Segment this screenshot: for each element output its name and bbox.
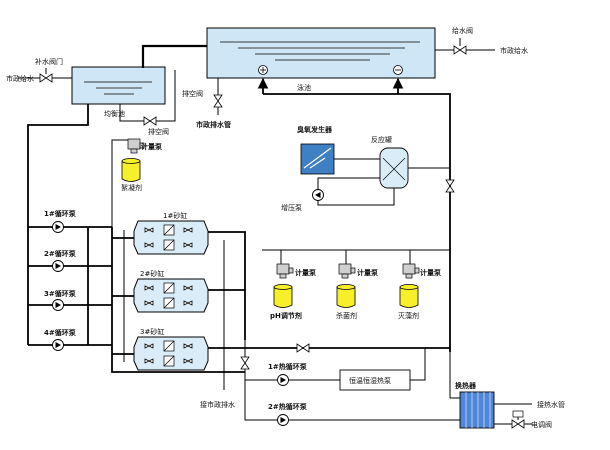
- meter-pump-algaecide[interactable]: [338, 263, 356, 279]
- heat-circulation-pump-2[interactable]: [277, 414, 289, 426]
- coagulant-label: 絮凝剂: [121, 183, 142, 192]
- sand-filter-2: 2#砂缸: [133, 269, 209, 313]
- city-supply-left-label: 市政给水: [6, 74, 34, 83]
- heat-exchanger-label: 换热器: [455, 381, 477, 390]
- city-drain-pipe-label: 市政排水管: [196, 120, 231, 129]
- meter-pump-ph-label: 计量泵: [295, 268, 316, 277]
- air-valve-left[interactable]: [143, 116, 157, 126]
- drain-valve[interactable]: [213, 94, 223, 108]
- algaecide-label: 杀菌剂: [336, 311, 357, 320]
- meter-pump-dis-label: 计量泵: [420, 268, 441, 277]
- heat-exchanger: [459, 391, 495, 429]
- drain-valve-label: 排空阀: [182, 89, 203, 98]
- balance-tank: [71, 66, 166, 105]
- disinfectant-label: 灭藻剂: [398, 311, 419, 320]
- supply-valve-right-label: 给水阀: [452, 26, 473, 35]
- electric-valve[interactable]: [511, 419, 525, 429]
- algaecide-tank: [336, 284, 356, 308]
- to-city-drain-label: 接市政排水: [200, 400, 235, 409]
- heat-pump-unit: [339, 369, 411, 391]
- pump-3-label: 3#循环泵: [44, 289, 76, 298]
- ozone-generator-label: 臭氧发生器: [297, 125, 333, 134]
- pump-4-label: 4#循环泵: [44, 328, 76, 337]
- ozone-generator: [300, 143, 335, 175]
- heat-circulation-pump-1[interactable]: [277, 374, 289, 386]
- reactor-tank: [379, 147, 409, 189]
- pool-label: 泳池: [297, 83, 311, 92]
- heat-pump-2-label: 2#热循环泵: [268, 402, 307, 411]
- circulation-pump-4[interactable]: [52, 339, 64, 351]
- heat-pump-1-label: 1#热循环泵: [268, 362, 307, 371]
- circulation-pump-3[interactable]: [52, 299, 64, 311]
- makeup-valve-label: 补水阀门: [35, 57, 63, 66]
- reactor-label: 反应罐: [371, 135, 392, 144]
- meter-pump-alg-label: 计量泵: [357, 268, 378, 277]
- city-supply-right-label: 市政给水: [500, 46, 528, 55]
- pump-1-label: 1#循环泵: [44, 209, 76, 218]
- ph-tank: [273, 284, 293, 308]
- heat-pump-unit-label: 恒温恒湿热泵: [349, 376, 391, 385]
- coag-meter-pump-label: 计量泵: [141, 142, 162, 151]
- sand-filter-3: 3#砂缸: [133, 327, 209, 371]
- suction-main: [27, 104, 89, 345]
- meter-pump-ph[interactable]: [276, 263, 294, 279]
- disinfectant-tank: [399, 284, 419, 308]
- makeup-valve[interactable]: [39, 73, 53, 83]
- meter-pump-disinfectant[interactable]: [402, 263, 420, 279]
- swimming-pool: [206, 27, 436, 79]
- balance-tank-label: 均衡池: [104, 109, 125, 118]
- overflow-pipe: [141, 44, 207, 68]
- ozone-bypass-valve[interactable]: [445, 179, 455, 193]
- air-valve-left-label: 排空阀: [148, 127, 169, 136]
- coagulant-tank: [121, 158, 141, 182]
- circulation-pump-2[interactable]: [52, 260, 64, 272]
- filter-2-label: 2#砂缸: [140, 269, 164, 278]
- supply-valve-right[interactable]: [453, 45, 467, 55]
- heat-branch-valve[interactable]: [240, 356, 250, 370]
- sand-filter-1: 1#砂缸: [133, 211, 209, 255]
- main-return-pipe: [263, 93, 451, 352]
- heat-water-pipe-label: 接热水管: [537, 400, 565, 409]
- main-outlet-valve[interactable]: [296, 343, 310, 353]
- filter-1-label: 1#砂缸: [163, 211, 187, 220]
- electric-valve-label: 电调阀: [531, 420, 552, 429]
- pump-2-label: 2#循环泵: [44, 249, 76, 258]
- booster-pump[interactable]: [312, 189, 324, 201]
- ph-regulator-label: pH调节剂: [270, 311, 302, 320]
- booster-pump-label: 增压泵: [281, 203, 302, 212]
- filter-3-label: 3#砂缸: [140, 327, 164, 336]
- circulation-pump-1[interactable]: [52, 221, 64, 233]
